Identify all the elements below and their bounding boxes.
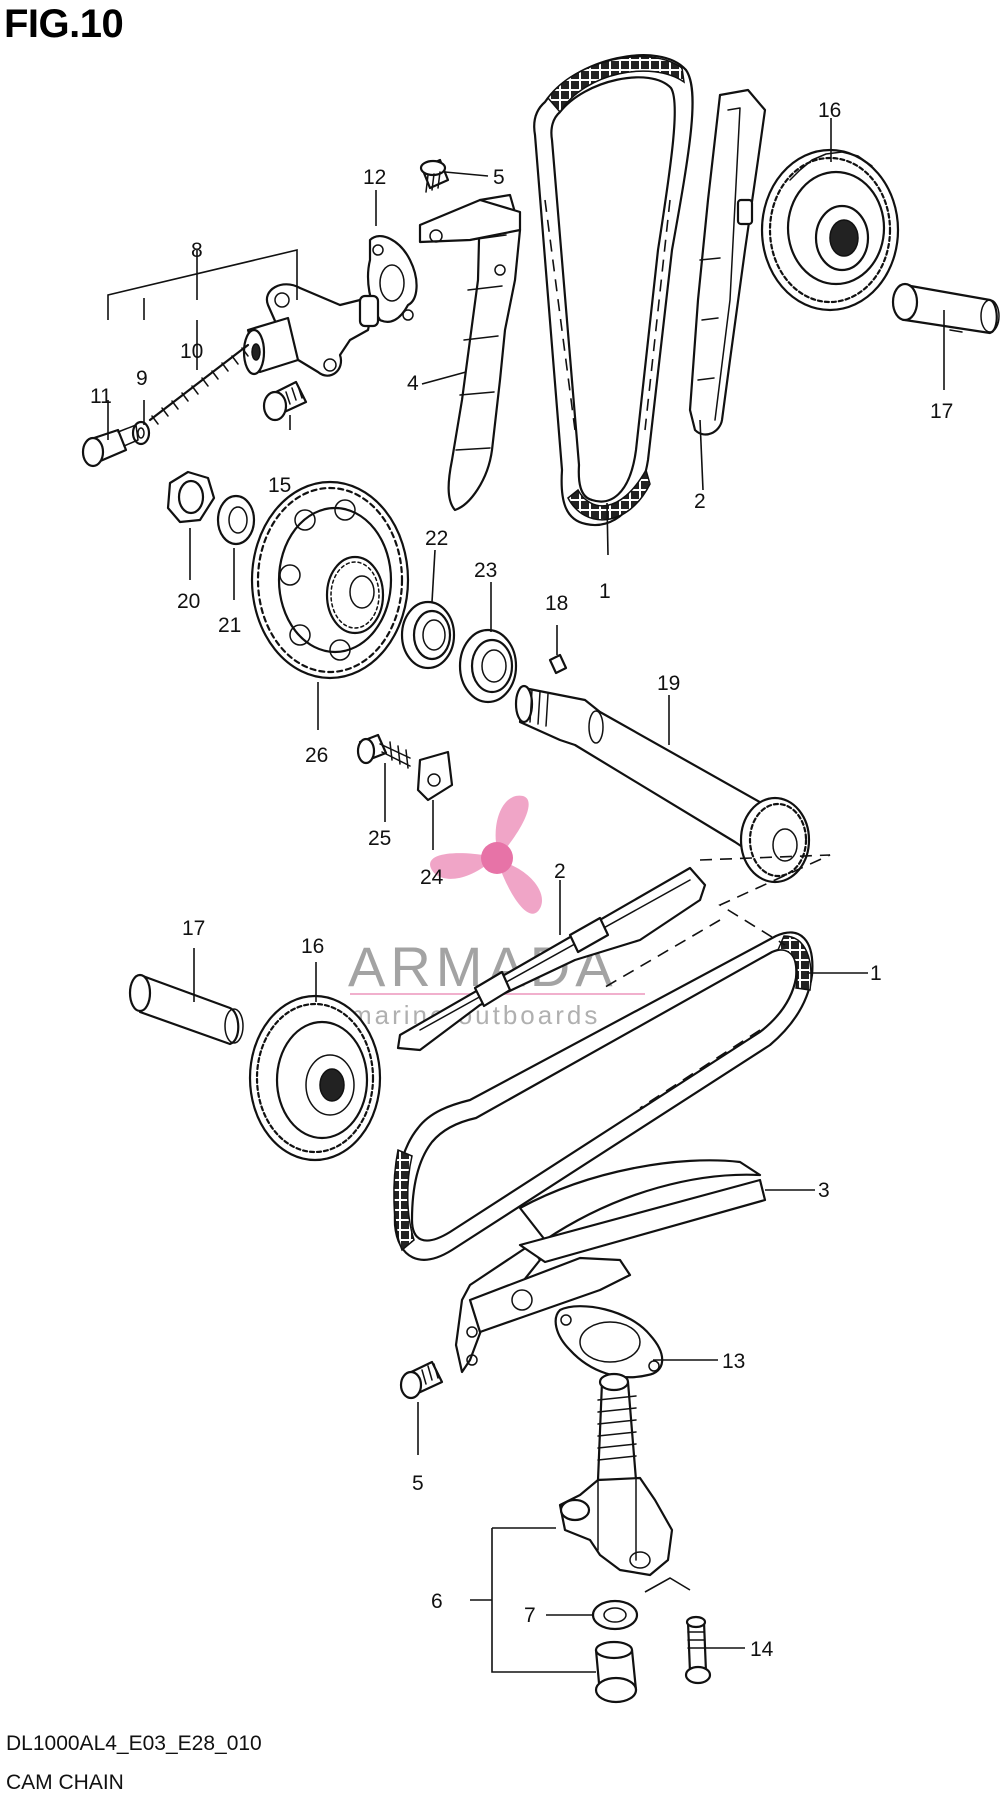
bolt-14 xyxy=(684,1615,712,1685)
bolt-15 xyxy=(262,380,308,422)
bearing-23 xyxy=(458,628,518,704)
callout-17-lower: 17 xyxy=(182,917,205,940)
callout-15: 15 xyxy=(268,474,291,497)
callout-16-upper: 16 xyxy=(818,99,841,122)
callout-5-lower: 5 xyxy=(412,1472,424,1495)
bolt-11 xyxy=(81,424,139,468)
idler-shaft-19 xyxy=(514,684,811,884)
bolt-5-lower xyxy=(399,1360,444,1400)
callout-26: 26 xyxy=(305,744,328,767)
cam-chain-lower xyxy=(393,919,814,1261)
cam-chain-tensioner-assembly xyxy=(558,1372,674,1577)
bolt-25 xyxy=(356,733,411,769)
cam-chain-tensioner-lower xyxy=(454,1159,767,1374)
cam-chain-upper xyxy=(533,54,694,527)
washer-7 xyxy=(591,1599,639,1631)
washer-21 xyxy=(216,494,256,546)
gasket-12 xyxy=(366,234,418,323)
callout-2-upper: 2 xyxy=(694,490,706,513)
callout-24: 24 xyxy=(420,866,444,889)
callout-25: 25 xyxy=(368,827,391,850)
callout-4: 4 xyxy=(407,372,419,395)
tensioner-adjuster-assembly xyxy=(242,283,380,377)
figure-title: FIG.10 xyxy=(4,2,124,46)
callout-16-lower: 16 xyxy=(301,935,324,958)
bolt-6-plug xyxy=(594,1640,638,1704)
callout-labels: 1 1 2 2 3 4 5 5 6 7 8 9 10 11 12 13 14 1… xyxy=(90,99,953,1661)
callout-22: 22 xyxy=(425,527,448,550)
gear-16-lower xyxy=(248,994,382,1162)
diagram-caption: CAM CHAIN xyxy=(6,1771,124,1794)
callout-12: 12 xyxy=(363,166,386,189)
pin-17-upper xyxy=(891,282,1000,335)
callout-20: 20 xyxy=(177,590,200,613)
plate-24 xyxy=(416,750,454,802)
spring-10 xyxy=(148,343,250,425)
gasket-13 xyxy=(554,1305,664,1379)
callout-1-upper: 1 xyxy=(599,580,611,603)
callout-10: 10 xyxy=(180,340,203,363)
callout-18: 18 xyxy=(545,592,568,615)
cam-chain-tensioner-upper xyxy=(418,193,522,512)
callout-8: 8 xyxy=(191,239,203,262)
cam-chain-guide-lower xyxy=(396,866,707,1052)
callout-1-lower: 1 xyxy=(870,962,882,985)
callout-19: 19 xyxy=(657,672,680,695)
cam-chain-guide-upper xyxy=(688,88,767,436)
callout-5-upper: 5 xyxy=(493,166,505,189)
callout-14: 14 xyxy=(750,1638,774,1661)
callout-13: 13 xyxy=(722,1350,745,1373)
diagram-code: DL1000AL4_E03_E28_010 xyxy=(6,1732,262,1755)
callout-2-lower: 2 xyxy=(554,860,566,883)
callout-23: 23 xyxy=(474,559,497,582)
callout-21: 21 xyxy=(218,614,241,637)
callout-7: 7 xyxy=(524,1604,536,1627)
alignment-guide-line xyxy=(699,854,831,946)
pin-17-lower xyxy=(128,973,244,1046)
bolt-5-upper xyxy=(419,158,450,193)
bearing-22 xyxy=(400,600,456,670)
key-18 xyxy=(548,653,568,675)
propeller-icon xyxy=(430,795,542,914)
callout-17-upper: 17 xyxy=(930,400,953,423)
gear-16-upper xyxy=(760,148,900,312)
callout-9: 9 xyxy=(136,367,148,390)
nut-20 xyxy=(166,470,216,524)
idler-gear-26 xyxy=(250,480,410,680)
callout-3: 3 xyxy=(818,1179,830,1202)
callout-11: 11 xyxy=(90,385,112,408)
callout-6: 6 xyxy=(431,1590,443,1613)
leader-lines xyxy=(107,118,945,1673)
